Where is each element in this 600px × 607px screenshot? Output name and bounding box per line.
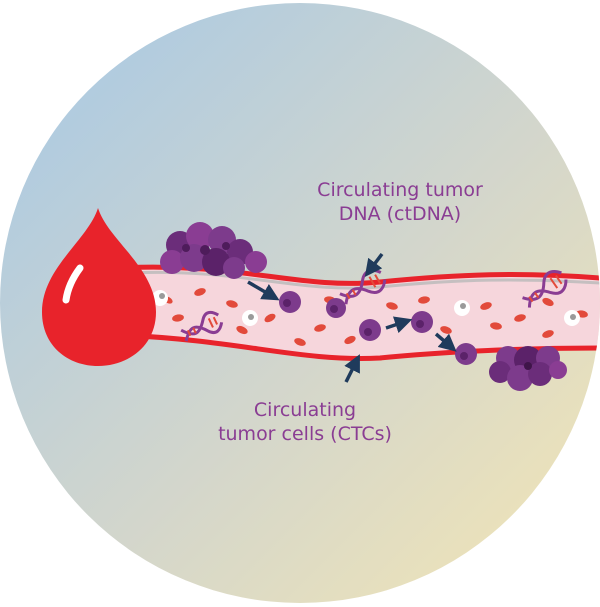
tumor-cell-icon — [359, 319, 381, 341]
arrow-icon — [344, 354, 360, 383]
arrow-icon — [434, 332, 457, 352]
tumor-cell-icon — [279, 291, 301, 313]
white-blood-cells — [152, 290, 580, 326]
tumor-cell-icon — [455, 343, 477, 365]
tumor-cell-icon — [411, 311, 433, 333]
red-blood-cells — [163, 288, 588, 346]
arrow-icon — [247, 280, 280, 301]
dna-helix-icon — [522, 270, 568, 308]
metastatic-tumor-mass — [489, 346, 567, 391]
circulating-tumor-cells — [279, 291, 477, 365]
primary-tumor-mass — [160, 222, 267, 279]
ctc-label-line2: tumor cells (CTCs) — [218, 423, 392, 445]
ctdna-label-line2: DNA (ctDNA) — [338, 203, 462, 225]
ctdna-label-line1: Circulating tumor — [317, 179, 483, 201]
arrow-icon — [364, 252, 384, 277]
blood-drop-icon — [42, 208, 156, 366]
tumor-cell-icon — [326, 298, 346, 318]
ctc-label: Circulating tumor cells (CTCs) — [195, 398, 415, 446]
ctdna-label: Circulating tumor DNA (ctDNA) — [300, 178, 500, 226]
arrow-icon — [385, 316, 413, 334]
ctc-label-line1: Circulating — [253, 399, 357, 421]
dna-helix-icon — [180, 310, 224, 342]
